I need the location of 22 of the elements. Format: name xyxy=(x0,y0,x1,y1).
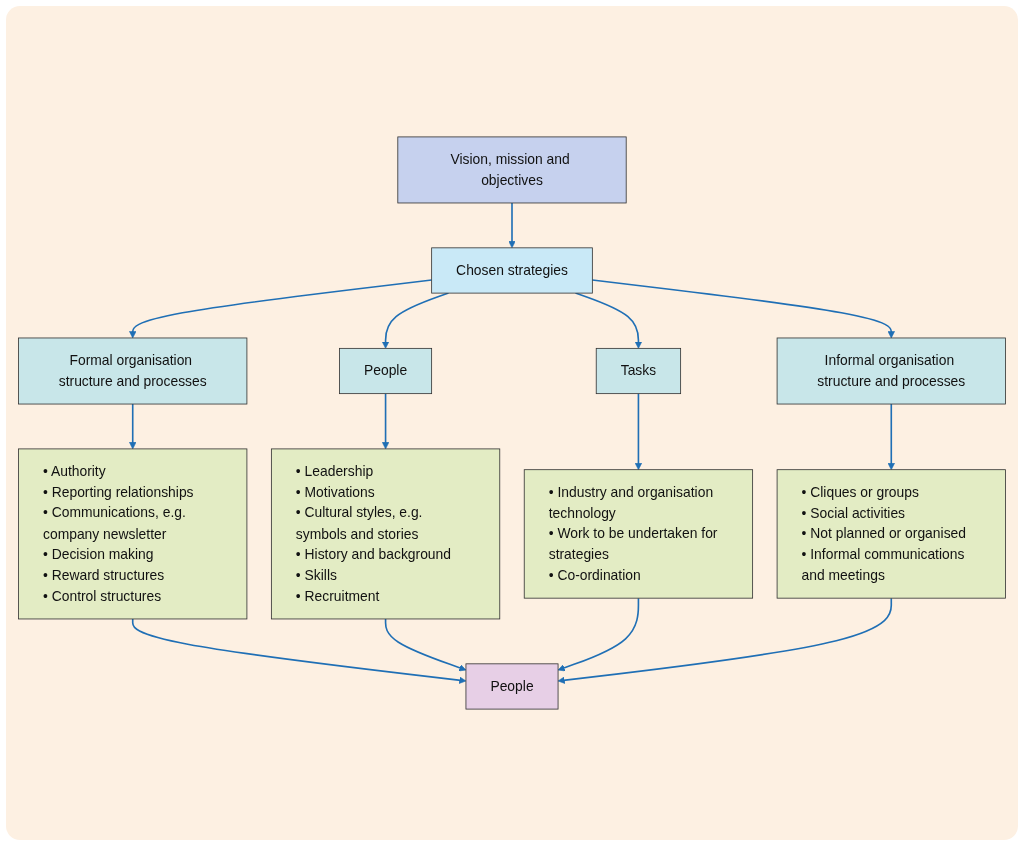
arrow xyxy=(508,202,516,249)
arrow xyxy=(591,279,895,339)
node-box: People xyxy=(465,663,559,710)
node-box: Vision, mission and objectives xyxy=(397,136,627,204)
arrow xyxy=(887,403,895,470)
arrow xyxy=(129,279,433,339)
node-box: Informal organisation structure and processes xyxy=(776,337,1006,405)
arrow xyxy=(634,392,642,470)
node-box: • Cliques or groups • Social activities • Not planned or organised • Informal communications and meetings xyxy=(776,469,1006,599)
node-box: • Leadership • Motivations • Cultural styles, e.g. symbols and stories • History and background • Skills • Recruitment xyxy=(270,448,501,620)
arrow xyxy=(382,392,390,450)
arrow xyxy=(131,618,467,684)
node-box: Formal organisation structure and processes xyxy=(18,337,248,405)
node-box: Tasks xyxy=(595,347,682,395)
arrow xyxy=(557,597,640,672)
arrow xyxy=(557,597,893,684)
node-box: • Industry and organisation technology • Work to be undertaken for strategies • Co-ordination xyxy=(523,469,754,599)
node-box: • Authority • Reporting relationships • Communications, e.g. company newsletter • Decision making • Reward structures • Control structures xyxy=(18,448,248,620)
node-box: Chosen strategies xyxy=(431,247,593,294)
node-box: People xyxy=(339,347,433,395)
arrow xyxy=(129,403,137,450)
arrow xyxy=(384,618,467,672)
